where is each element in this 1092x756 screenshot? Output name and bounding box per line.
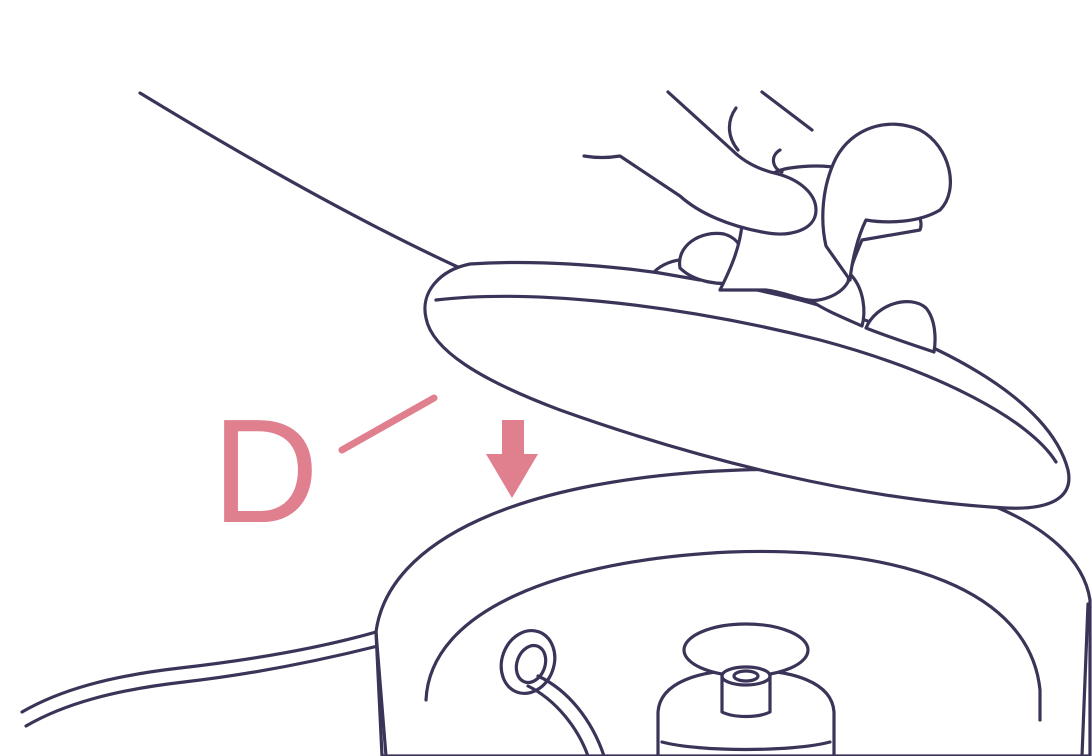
power-cable	[22, 632, 378, 726]
down-arrow-icon	[486, 420, 538, 498]
callout-label: D	[212, 389, 319, 554]
arm	[140, 93, 460, 268]
pump	[658, 624, 834, 756]
callout-leader-line	[342, 398, 434, 450]
